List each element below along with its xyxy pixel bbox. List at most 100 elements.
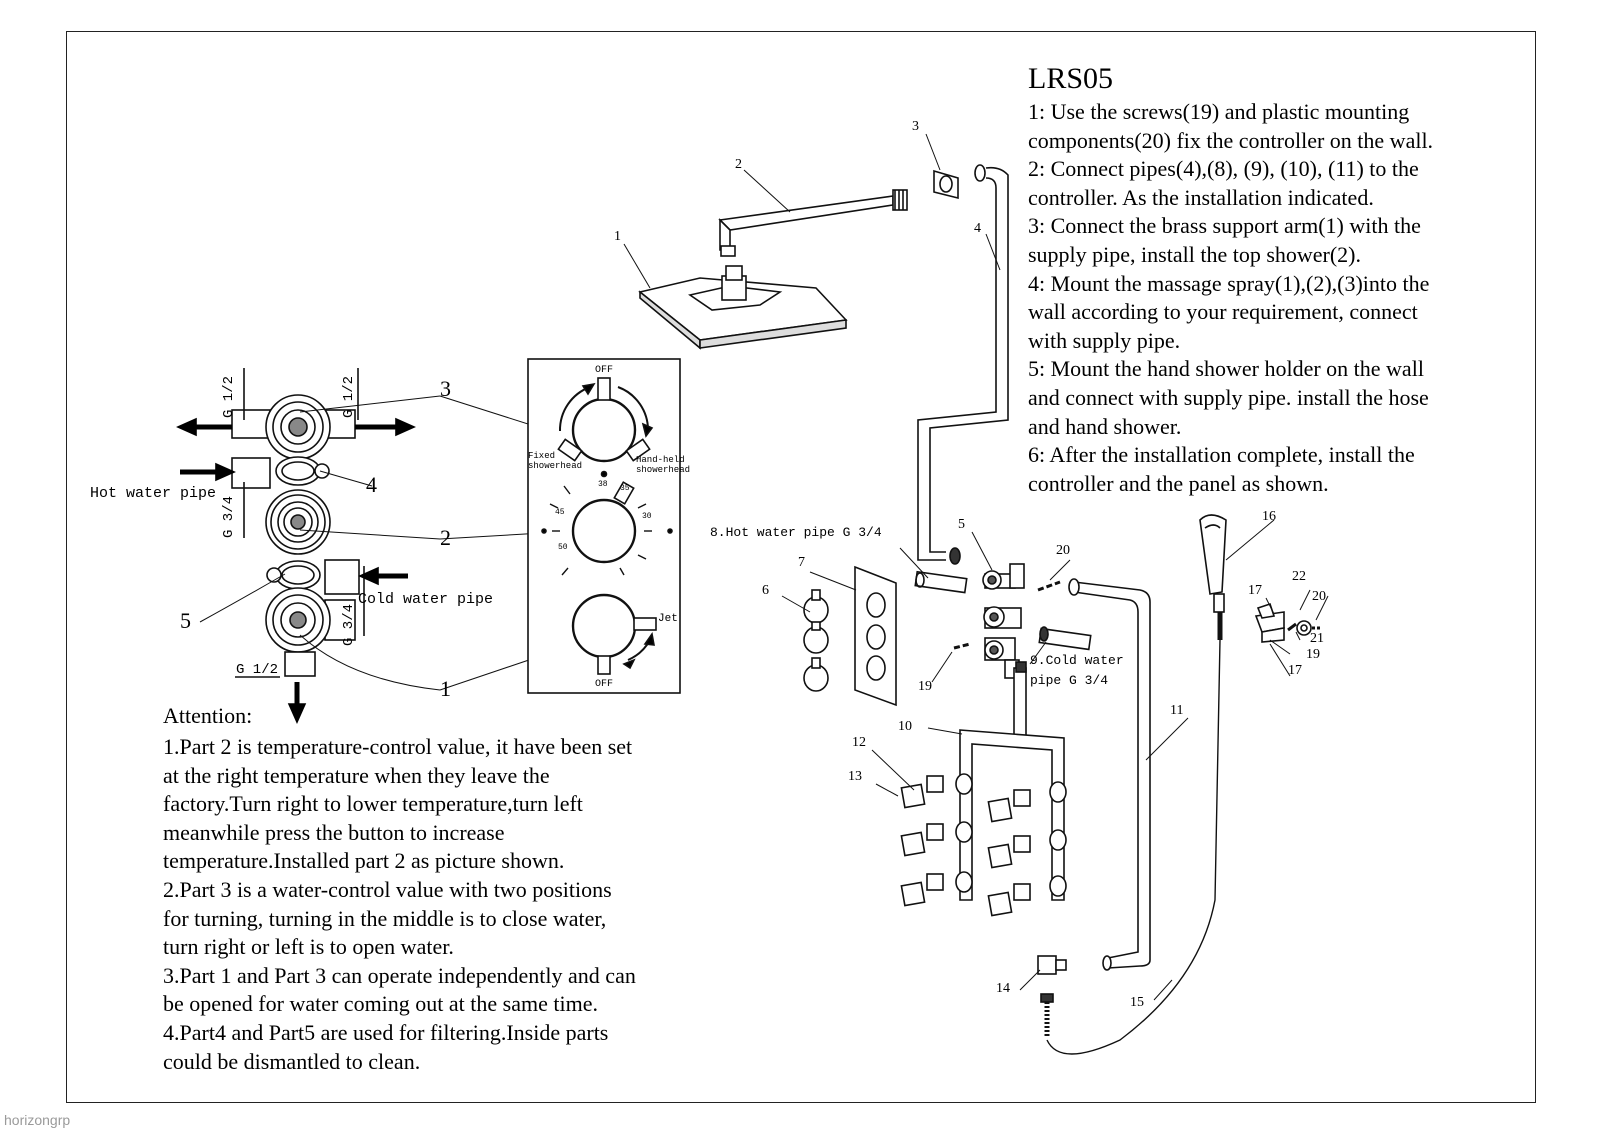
label-g34-left: G 3/4 [221, 496, 237, 538]
callout-a3: 3 [912, 119, 919, 134]
attention-line: be opened for water coming out at the sa… [163, 991, 598, 1017]
instruction-line: controller and the panel as shown. [1028, 470, 1329, 496]
instruction-line: controller. As the installation indicate… [1028, 184, 1374, 210]
callout-hot-pipe-8: 8.Hot water pipe G 3/4 [710, 525, 882, 540]
model-title: LRS05 [1028, 62, 1114, 95]
panel-off-bottom: OFF [595, 679, 613, 690]
instruction-line: components(20) fix the controller on the… [1028, 127, 1434, 153]
attention-line: 4.Part4 and Part5 are used for filtering… [163, 1019, 609, 1045]
panel-off-top: OFF [595, 365, 613, 376]
attention-line: factory.Turn right to lower temperature,… [163, 791, 583, 817]
instruction-line: with supply pipe. [1028, 327, 1181, 353]
callout-a7: 7 [798, 555, 805, 570]
callout-4: 4 [366, 472, 377, 497]
pipe-11 [1068, 578, 1151, 971]
callout-3: 3 [440, 376, 451, 401]
hand-shower-holder [1254, 602, 1322, 643]
shower-hose-15 [1046, 610, 1223, 1055]
panel-jet: Jet [658, 613, 678, 625]
control-panel [527, 358, 681, 694]
instruction-line: supply pipe, install the top shower(2). [1028, 241, 1362, 267]
callout-2: 2 [440, 525, 451, 550]
attention-line: temperature.Installed part 2 as picture … [163, 848, 565, 874]
callout-a14: 14 [996, 981, 1010, 996]
panel-temp-45: 45 [555, 508, 565, 517]
instruction-line: 3: Connect the brass support arm(1) with… [1028, 213, 1421, 239]
attention-line: meanwhile press the button to increase [163, 819, 505, 845]
hot-pipe-8 [914, 570, 968, 594]
flow-arrows [176, 417, 416, 724]
cold-pipe-9 [1038, 626, 1092, 651]
callout-a15: 15 [1130, 995, 1144, 1010]
callout-1: 1 [440, 676, 451, 701]
attention-line: for turning, turning in the middle is to… [163, 905, 607, 931]
label-g12-right: G 1/2 [341, 376, 357, 418]
instruction-line: 5: Mount the hand shower holder on the w… [1028, 356, 1424, 382]
panel-fixed-2: showerhead [528, 461, 582, 471]
callout-a5: 5 [958, 517, 965, 532]
callout-a4: 4 [974, 221, 981, 236]
attention-line: at the right temperature when they leave… [163, 762, 550, 788]
top-shower-head [638, 265, 848, 350]
callout-a20-right: 20 [1312, 589, 1326, 604]
callout-a11: 11 [1170, 703, 1183, 718]
faceplate-7 [854, 565, 897, 707]
instruction-line: 4: Mount the massage spray(1),(2),(3)int… [1028, 270, 1430, 296]
callout-a17-top: 17 [1248, 583, 1262, 598]
attention-notes: 1.Part 2 is temperature-control value, i… [163, 733, 723, 1076]
instruction-line: 1: Use the screws(19) and plastic mounti… [1028, 99, 1410, 124]
drawing-frame [66, 31, 1536, 1103]
label-g34-right: G 3/4 [341, 604, 357, 646]
installation-steps: 1: Use the screws(19) and plastic mounti… [1028, 98, 1518, 498]
shower-arm [718, 189, 908, 257]
panel-hand-1: Hand-held [636, 455, 685, 465]
callout-cold-pipe-9b: pipe G 3/4 [1030, 673, 1108, 688]
panel-hand-2: showerhead [636, 465, 690, 475]
watermark: horizongrp [4, 1112, 71, 1128]
callout-a1: 1 [614, 229, 621, 244]
supply-pipe-4 [917, 164, 1009, 565]
callout-cold-pipe-9a: 9.Cold water [1030, 653, 1124, 668]
instruction-line: and hand shower. [1028, 413, 1182, 439]
instruction-line: wall according to your requirement, conn… [1028, 299, 1418, 325]
attention-line: 1.Part 2 is temperature-control value, i… [163, 734, 633, 759]
callout-a10: 10 [898, 719, 912, 734]
callout-a6: 6 [762, 583, 769, 598]
callout-a12: 12 [852, 735, 866, 750]
attention-line: 2.Part 3 is a water-control value with t… [163, 876, 612, 902]
label-g12-left: G 1/2 [221, 376, 237, 418]
instruction-line: 6: After the installation complete, inst… [1028, 442, 1415, 468]
body-jet-nozzles [900, 773, 1067, 917]
callout-a19-left: 19 [918, 679, 932, 694]
callout-a2: 2 [735, 157, 742, 172]
thermostatic-valve-body [231, 368, 365, 678]
panel-temp-30: 30 [642, 512, 652, 521]
hand-shower-16 [1199, 514, 1227, 613]
label-hot-water-pipe: Hot water pipe [90, 485, 216, 502]
concealed-valve-5 [982, 563, 1025, 679]
wall-flange [933, 169, 959, 200]
screws-19 [953, 580, 1061, 650]
valve-leaders [199, 395, 595, 691]
attention-title: Attention: [163, 703, 253, 728]
instruction-line: 2: Connect pipes(4),(8), (9), (10), (11)… [1028, 156, 1419, 182]
callout-a13: 13 [848, 769, 862, 784]
callout-a19-right: 19 [1306, 647, 1320, 662]
attention-line: turn right or left is to open water. [163, 934, 454, 960]
attention-line: could be dismantled to clean. [163, 1048, 421, 1074]
label-cold-water-pipe: Cold water pipe [358, 591, 493, 608]
callout-a20-left: 20 [1056, 543, 1070, 558]
callout-a22: 22 [1292, 569, 1306, 584]
callout-a21: 21 [1310, 631, 1324, 646]
callout-5: 5 [180, 608, 191, 633]
panel-temp-38: 38 [598, 480, 608, 489]
label-g12-bottom: G 1/2 [236, 662, 278, 678]
panel-temp-35: 35 [620, 484, 630, 493]
trim-knobs-6 [803, 589, 829, 692]
instruction-line: and connect with supply pipe. install th… [1028, 384, 1429, 410]
attention-line: 3.Part 1 and Part 3 can operate independ… [163, 962, 636, 988]
wall-outlet-14 [1037, 955, 1067, 1036]
callout-a16: 16 [1262, 509, 1276, 524]
